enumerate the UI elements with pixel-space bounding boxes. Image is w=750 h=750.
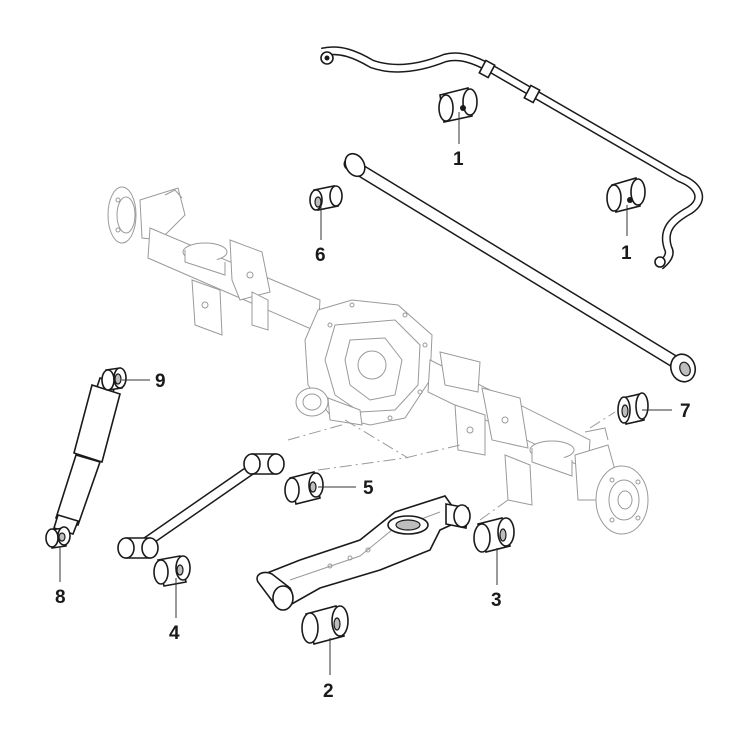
callout-9: 9	[155, 371, 166, 392]
callout-5: 5	[363, 478, 374, 499]
callout-7: 7	[680, 401, 691, 422]
upper-arm-outer-bushing	[284, 471, 324, 505]
shock-absorber	[53, 377, 121, 535]
callout-labels: 1 1 2 3 4 5 6 7 8 9	[55, 149, 691, 702]
lower-arm-outer-bushing	[473, 517, 515, 553]
callout-8: 8	[55, 587, 66, 608]
shock-upper-bushing	[101, 367, 127, 391]
track-rod	[343, 152, 697, 383]
leader-lines	[59, 112, 672, 675]
rear-axle-housing	[107, 186, 649, 535]
upper-control-arm	[117, 453, 285, 559]
callout-1-left: 1	[453, 149, 464, 170]
callout-4: 4	[169, 623, 180, 644]
stabilizer-bushing-right	[606, 176, 646, 213]
callout-2: 2	[323, 681, 334, 702]
track-rod-bushing	[309, 185, 343, 211]
upper-arm-inner-bushing	[153, 555, 191, 587]
callout-6: 6	[315, 245, 326, 266]
track-rod-end-bushing	[617, 392, 649, 425]
stabilizer-bushing-left	[438, 87, 478, 123]
callout-3: 3	[491, 590, 502, 611]
shock-lower-bushing	[45, 526, 71, 549]
callout-1-right: 1	[621, 243, 632, 264]
stabilizer-bar	[320, 46, 704, 270]
lower-control-arm	[256, 495, 471, 611]
lower-arm-inner-bushing	[301, 605, 349, 645]
assembly-guide-lines	[287, 411, 616, 521]
